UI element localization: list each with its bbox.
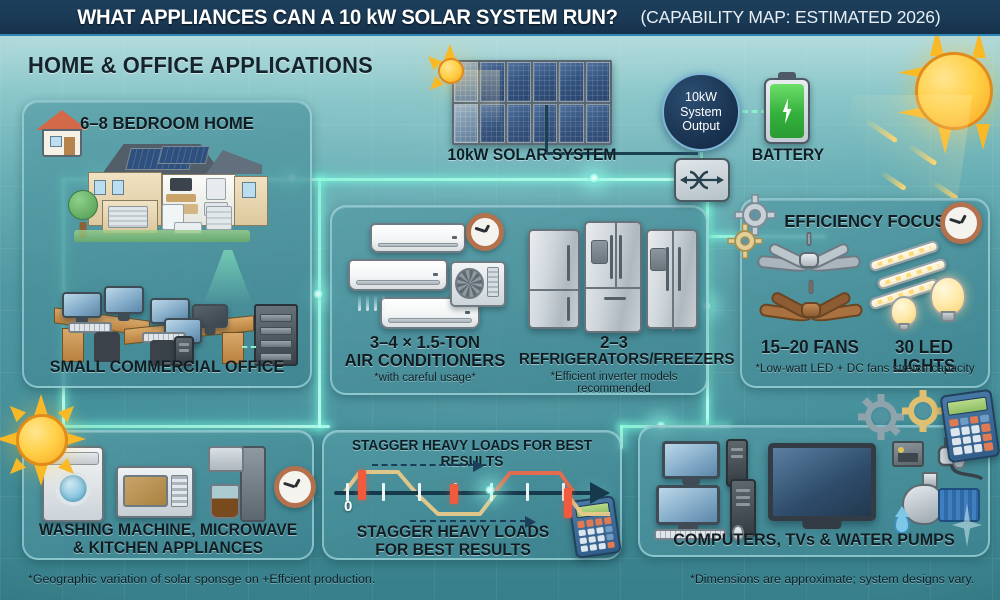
clock-icon — [274, 466, 316, 508]
refrigerator-icon — [646, 229, 698, 331]
airflow-icon — [358, 295, 361, 311]
chart-title: STAGGER HEAVY LOADS FOR BEST RESULTS — [351, 438, 593, 470]
output-badge-line2: System — [680, 104, 722, 119]
water-pump-icon — [902, 471, 980, 531]
ceiling-fan-icon — [756, 280, 866, 328]
fridge-note-line2: recommended — [577, 383, 651, 395]
fridge-title-line2: REFRIGERATORS/FREEZERS — [518, 351, 735, 368]
panel-home-office[interactable]: 6–8 BEDROOM HOME — [22, 100, 312, 388]
kitchen-title-line2: & KITCHEN APPLIANCES — [72, 539, 264, 557]
section-heading: HOME & OFFICE APPLICATIONS — [28, 52, 373, 78]
refrigerator-icon — [584, 221, 642, 333]
dc-wire — [545, 105, 548, 155]
controller-box-icon — [892, 441, 924, 467]
kitchen-title-line1: WASHING MACHINE, MICROWAVE — [38, 521, 298, 539]
axis-tick — [382, 483, 385, 501]
efficiency-note: *Low-watt LED + DC fans stretch capacity — [755, 361, 975, 375]
office-title: SMALL COMMERCIAL OFFICE — [49, 357, 285, 376]
chart-axis-arrow — [590, 482, 610, 504]
house-icon — [36, 110, 88, 158]
monitor-icon — [656, 485, 720, 525]
calculator-icon — [939, 388, 1000, 464]
airflow-icon — [382, 295, 385, 311]
fans-label: 15–20 FANS — [761, 337, 859, 357]
air-conditioner-icon — [370, 223, 466, 253]
load-marker — [564, 488, 572, 518]
load-marker — [450, 484, 458, 504]
airflow-icon — [366, 295, 369, 311]
led-bulb-icon — [890, 296, 918, 331]
footnote-left: *Geographic variation of solar sponsge o… — [28, 572, 376, 586]
footnote-right: *Dimensions are approximate; system desi… — [690, 572, 975, 586]
chart-caption-line1: STAGGER HEAVY LOADS — [356, 523, 550, 541]
fridge-title-line1: 2–3 — [600, 332, 628, 352]
ac-outdoor-unit-icon — [450, 261, 506, 307]
circuit-trace — [62, 425, 330, 428]
efficiency-title: EFFICIENCY FOCUS — [784, 211, 946, 231]
monitor-icon — [662, 441, 720, 479]
mouse-icon — [732, 525, 744, 541]
axis-tick — [562, 483, 565, 501]
output-badge-line3: Output — [682, 119, 720, 134]
axis-tick — [526, 483, 529, 501]
shift-arrow-upper — [372, 460, 484, 472]
gear-icon — [900, 388, 946, 439]
ac-title-line1: 3–4 × 1.5-TON — [369, 332, 481, 352]
output-badge-line1: 10kW — [685, 89, 717, 104]
ac-note: *with careful usage* — [374, 372, 476, 384]
fridge-note-line1: *Efficient inverter models — [550, 371, 678, 383]
circuit-trace — [318, 178, 321, 428]
battery-label: BATTERY — [751, 146, 825, 164]
shift-arrow-lower — [410, 516, 536, 528]
microwave-icon — [116, 466, 194, 518]
clock-icon — [940, 202, 982, 244]
office-illustration — [46, 270, 298, 366]
refrigerator-icon — [528, 229, 580, 329]
page-title: WHAT APPLIANCES CAN A 10 kW SOLAR SYSTEM… — [76, 4, 618, 29]
chart-caption-line2: FOR BEST RESULTS — [375, 541, 531, 559]
chart-x-axis — [334, 491, 592, 495]
server-rack-icon — [254, 304, 298, 366]
airflow-icon — [374, 295, 377, 311]
home-title: 6–8 BEDROOM HOME — [80, 113, 254, 133]
solar-system-label: 10kW SOLAR SYSTEM — [447, 146, 617, 164]
gear-icon — [856, 392, 906, 447]
panel-computers[interactable]: COMPUTERS, TVs & WATER PUMPS — [638, 425, 990, 557]
circuit-trace — [318, 178, 706, 181]
circuit-node — [312, 288, 324, 300]
axis-tick — [418, 483, 421, 501]
axis-origin-label: 0 — [344, 498, 353, 515]
load-timeline-chart: 0 — [334, 460, 614, 528]
dc-wire — [548, 152, 698, 155]
panel-efficiency[interactable]: EFFICIENCY FOCUS — [727, 194, 990, 388]
load-marker — [358, 470, 366, 500]
gear-icon — [726, 222, 764, 265]
keyboard-icon — [654, 529, 726, 540]
house-illustration — [66, 144, 276, 256]
solar-panel-array — [452, 60, 612, 145]
system-output-badge: 10kW System Output — [662, 73, 740, 151]
circuit-node — [588, 172, 600, 184]
panel-stagger-chart[interactable]: STAGGER HEAVY LOADS FOR BEST RESULTS 0 — [322, 430, 622, 560]
header-bar: WHAT APPLIANCES CAN A 10 kW SOLAR SYSTEM… — [0, 0, 1000, 36]
gear-icon — [732, 192, 778, 243]
battery-icon — [764, 78, 810, 144]
lightning-bolt-icon — [782, 98, 792, 124]
coffee-maker-icon — [208, 446, 266, 522]
panel-cooling[interactable]: 3–4 × 1.5-TON AIR CONDITIONERS *with car… — [330, 205, 735, 395]
television-icon — [768, 443, 876, 521]
computers-title: COMPUTERS, TVs & WATER PUMPS — [673, 530, 955, 549]
leds-label: 30 LED LIGHTS — [892, 337, 956, 377]
led-bulb-icon — [930, 276, 966, 322]
clock-icon — [466, 213, 504, 251]
page-subtitle: (CAPABILITY MAP: ESTIMATED 2026) — [640, 6, 941, 27]
ac-title-line2: AIR CONDITIONERS — [344, 350, 506, 370]
air-conditioner-icon — [348, 259, 448, 291]
axis-tick — [346, 483, 349, 501]
dc-wire — [545, 152, 548, 153]
ceiling-fan-icon — [754, 232, 864, 278]
chart-glow-node — [484, 484, 496, 496]
water-droplet-icon — [894, 513, 910, 534]
